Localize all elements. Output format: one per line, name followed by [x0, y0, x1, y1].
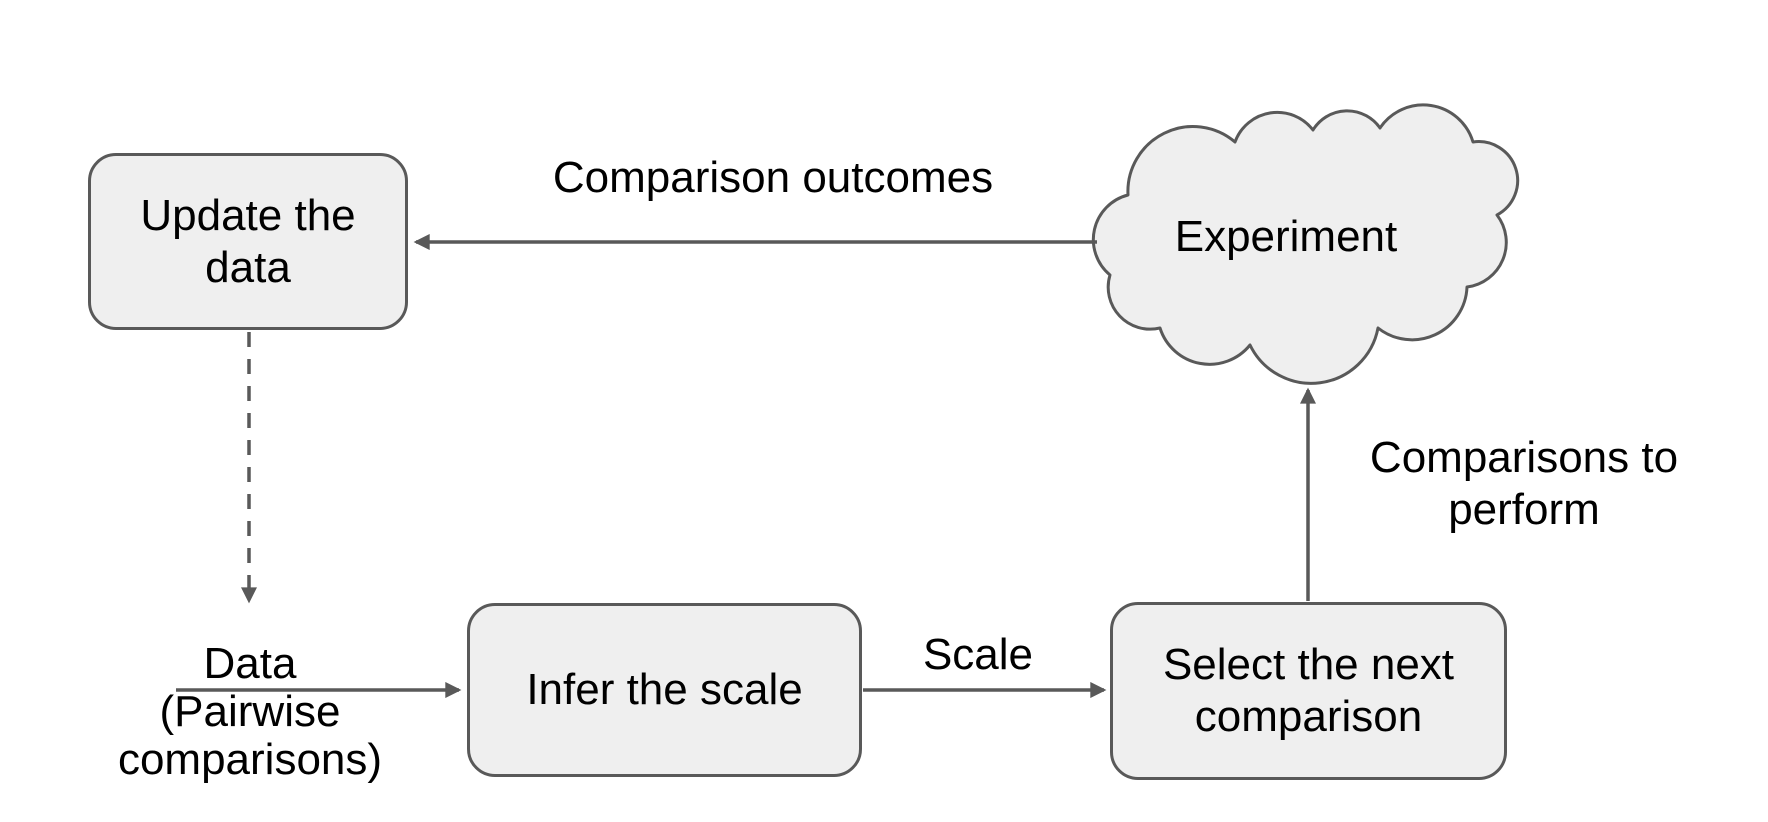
update-data-node: Update the data: [88, 153, 408, 330]
comparison-outcomes-edge-label: Comparison outcomes: [552, 153, 994, 202]
experiment-cloud-label: Experiment: [1174, 212, 1398, 261]
data-edge-label: Data (Pairwise comparisons): [117, 639, 383, 784]
infer-scale-node: Infer the scale: [467, 603, 862, 777]
scale-edge-label: Scale: [922, 630, 1034, 679]
update-data-label: Update the data: [140, 190, 356, 292]
select-comparison-label: Select the next comparison: [1162, 640, 1455, 741]
select-comparison-node: Select the next comparison: [1110, 602, 1507, 780]
comparisons-to-perform-edge-label: Comparisons to perform: [1369, 433, 1679, 534]
infer-scale-label: Infer the scale: [526, 665, 803, 714]
experiment-cloud-shape: [1091, 103, 1520, 385]
